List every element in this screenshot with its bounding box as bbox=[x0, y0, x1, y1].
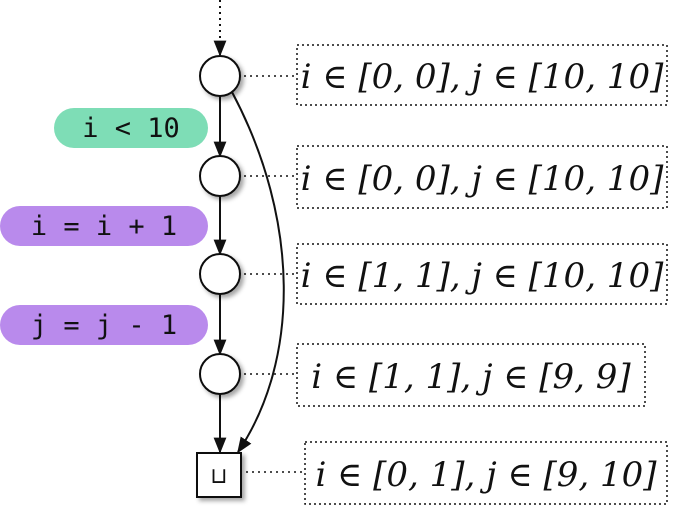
annotation-box-0 bbox=[296, 44, 668, 106]
node-3 bbox=[199, 353, 241, 395]
pill-assign-j-text: j = j - 1 bbox=[31, 310, 177, 341]
annotation-box-2 bbox=[296, 243, 668, 305]
annotation-text-3: i ∈ [1, 1], j ∈ [9, 9] bbox=[311, 357, 631, 397]
annotation-text-4: i ∈ [0, 1], j ∈ [9, 10] bbox=[315, 455, 657, 495]
annotation-text-1: i ∈ [0, 0], j ∈ [10, 10] bbox=[301, 159, 664, 199]
join-symbol: ⊔ bbox=[210, 464, 227, 489]
pill-assign-i-text: i = i + 1 bbox=[31, 211, 177, 242]
annotation-text-0: i ∈ [0, 0], j ∈ [10, 10] bbox=[301, 57, 664, 97]
node-2 bbox=[199, 253, 241, 295]
annotation-text-2: i ∈ [1, 1], j ∈ [10, 10] bbox=[301, 256, 664, 296]
edge-n0-join-curve bbox=[231, 91, 285, 454]
node-0 bbox=[199, 55, 241, 97]
pill-condition-text: i < 10 bbox=[82, 113, 180, 144]
annotation-box-1 bbox=[296, 145, 668, 209]
pill-condition bbox=[54, 108, 208, 148]
node-1 bbox=[199, 155, 241, 197]
annotation-box-4 bbox=[304, 441, 668, 505]
pill-assign-j bbox=[0, 305, 208, 345]
join-node bbox=[196, 452, 242, 498]
pill-assign-i bbox=[0, 206, 208, 246]
